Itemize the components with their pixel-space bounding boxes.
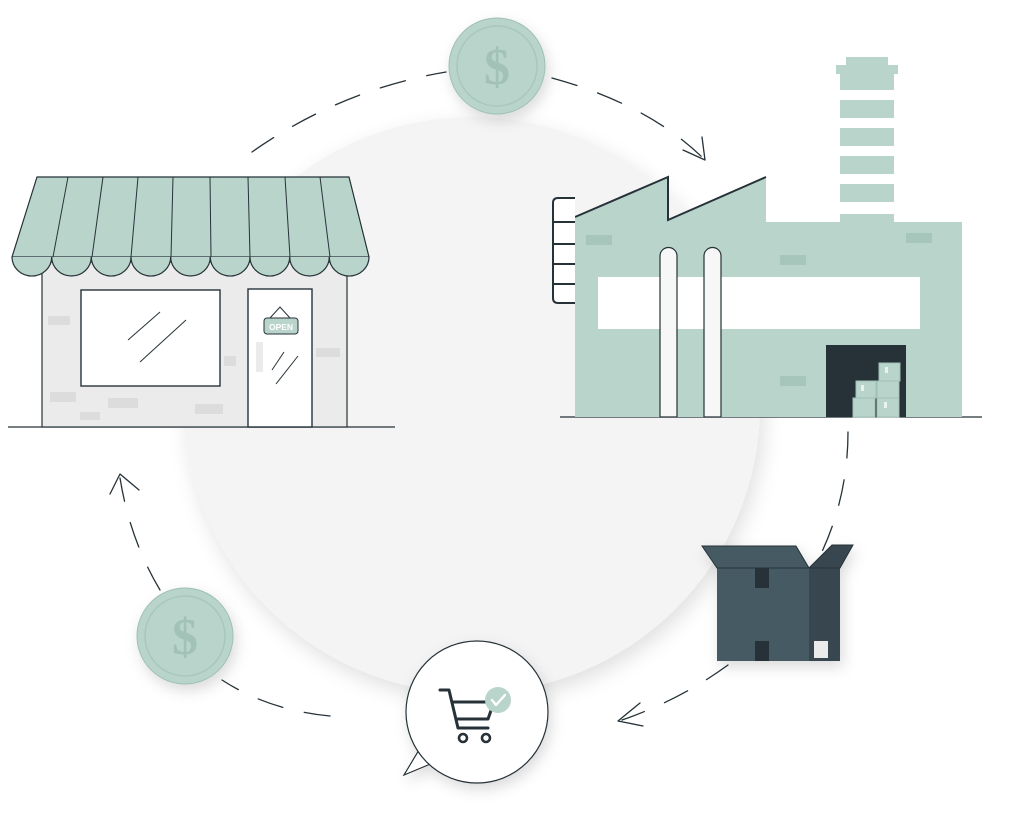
factory-bricks <box>586 233 932 386</box>
arrowheads <box>109 136 706 727</box>
arrowhead-cart <box>617 702 644 727</box>
arrowhead-shop <box>109 473 140 495</box>
shop-window <box>80 289 221 387</box>
arrow-box-to-cart <box>621 664 729 721</box>
shopping-cart-check-icon <box>438 688 496 744</box>
arrow-factory-to-box <box>817 431 849 561</box>
open-sign-label: OPEN <box>269 322 293 332</box>
arrow-coin-to-shop <box>119 477 161 591</box>
check-badge <box>485 687 511 713</box>
awning-scallops <box>11 256 370 277</box>
chimney-stripes <box>840 90 894 214</box>
factory-window-band <box>598 277 920 329</box>
shop-bricks <box>48 316 340 420</box>
awning-stripes <box>52 176 331 258</box>
cycle-path <box>119 71 849 721</box>
arrow-cart-to-coin <box>221 679 331 717</box>
cardboard-box-icon <box>701 544 854 661</box>
storefront-icon <box>8 176 395 428</box>
box-flap-right <box>807 544 854 569</box>
order-bubble <box>402 640 549 784</box>
bottom-coin <box>136 587 234 685</box>
factory-icon <box>552 57 982 418</box>
top-coin <box>448 17 546 115</box>
box-label <box>814 641 828 658</box>
open-sign <box>263 317 299 335</box>
arrow-shop-to-coin <box>251 71 447 153</box>
arrow-coin-to-factory <box>551 77 706 161</box>
check-icon <box>490 693 507 707</box>
dollar-coin-icon: $ <box>484 39 510 96</box>
box-flap-left <box>701 545 810 569</box>
pipe-left <box>659 246 678 418</box>
arrowhead-factory <box>682 136 706 161</box>
pipe-right <box>703 246 722 418</box>
stacked-boxes <box>852 362 901 418</box>
dollar-coin-icon: $ <box>172 609 198 666</box>
side-ladder <box>552 197 575 304</box>
